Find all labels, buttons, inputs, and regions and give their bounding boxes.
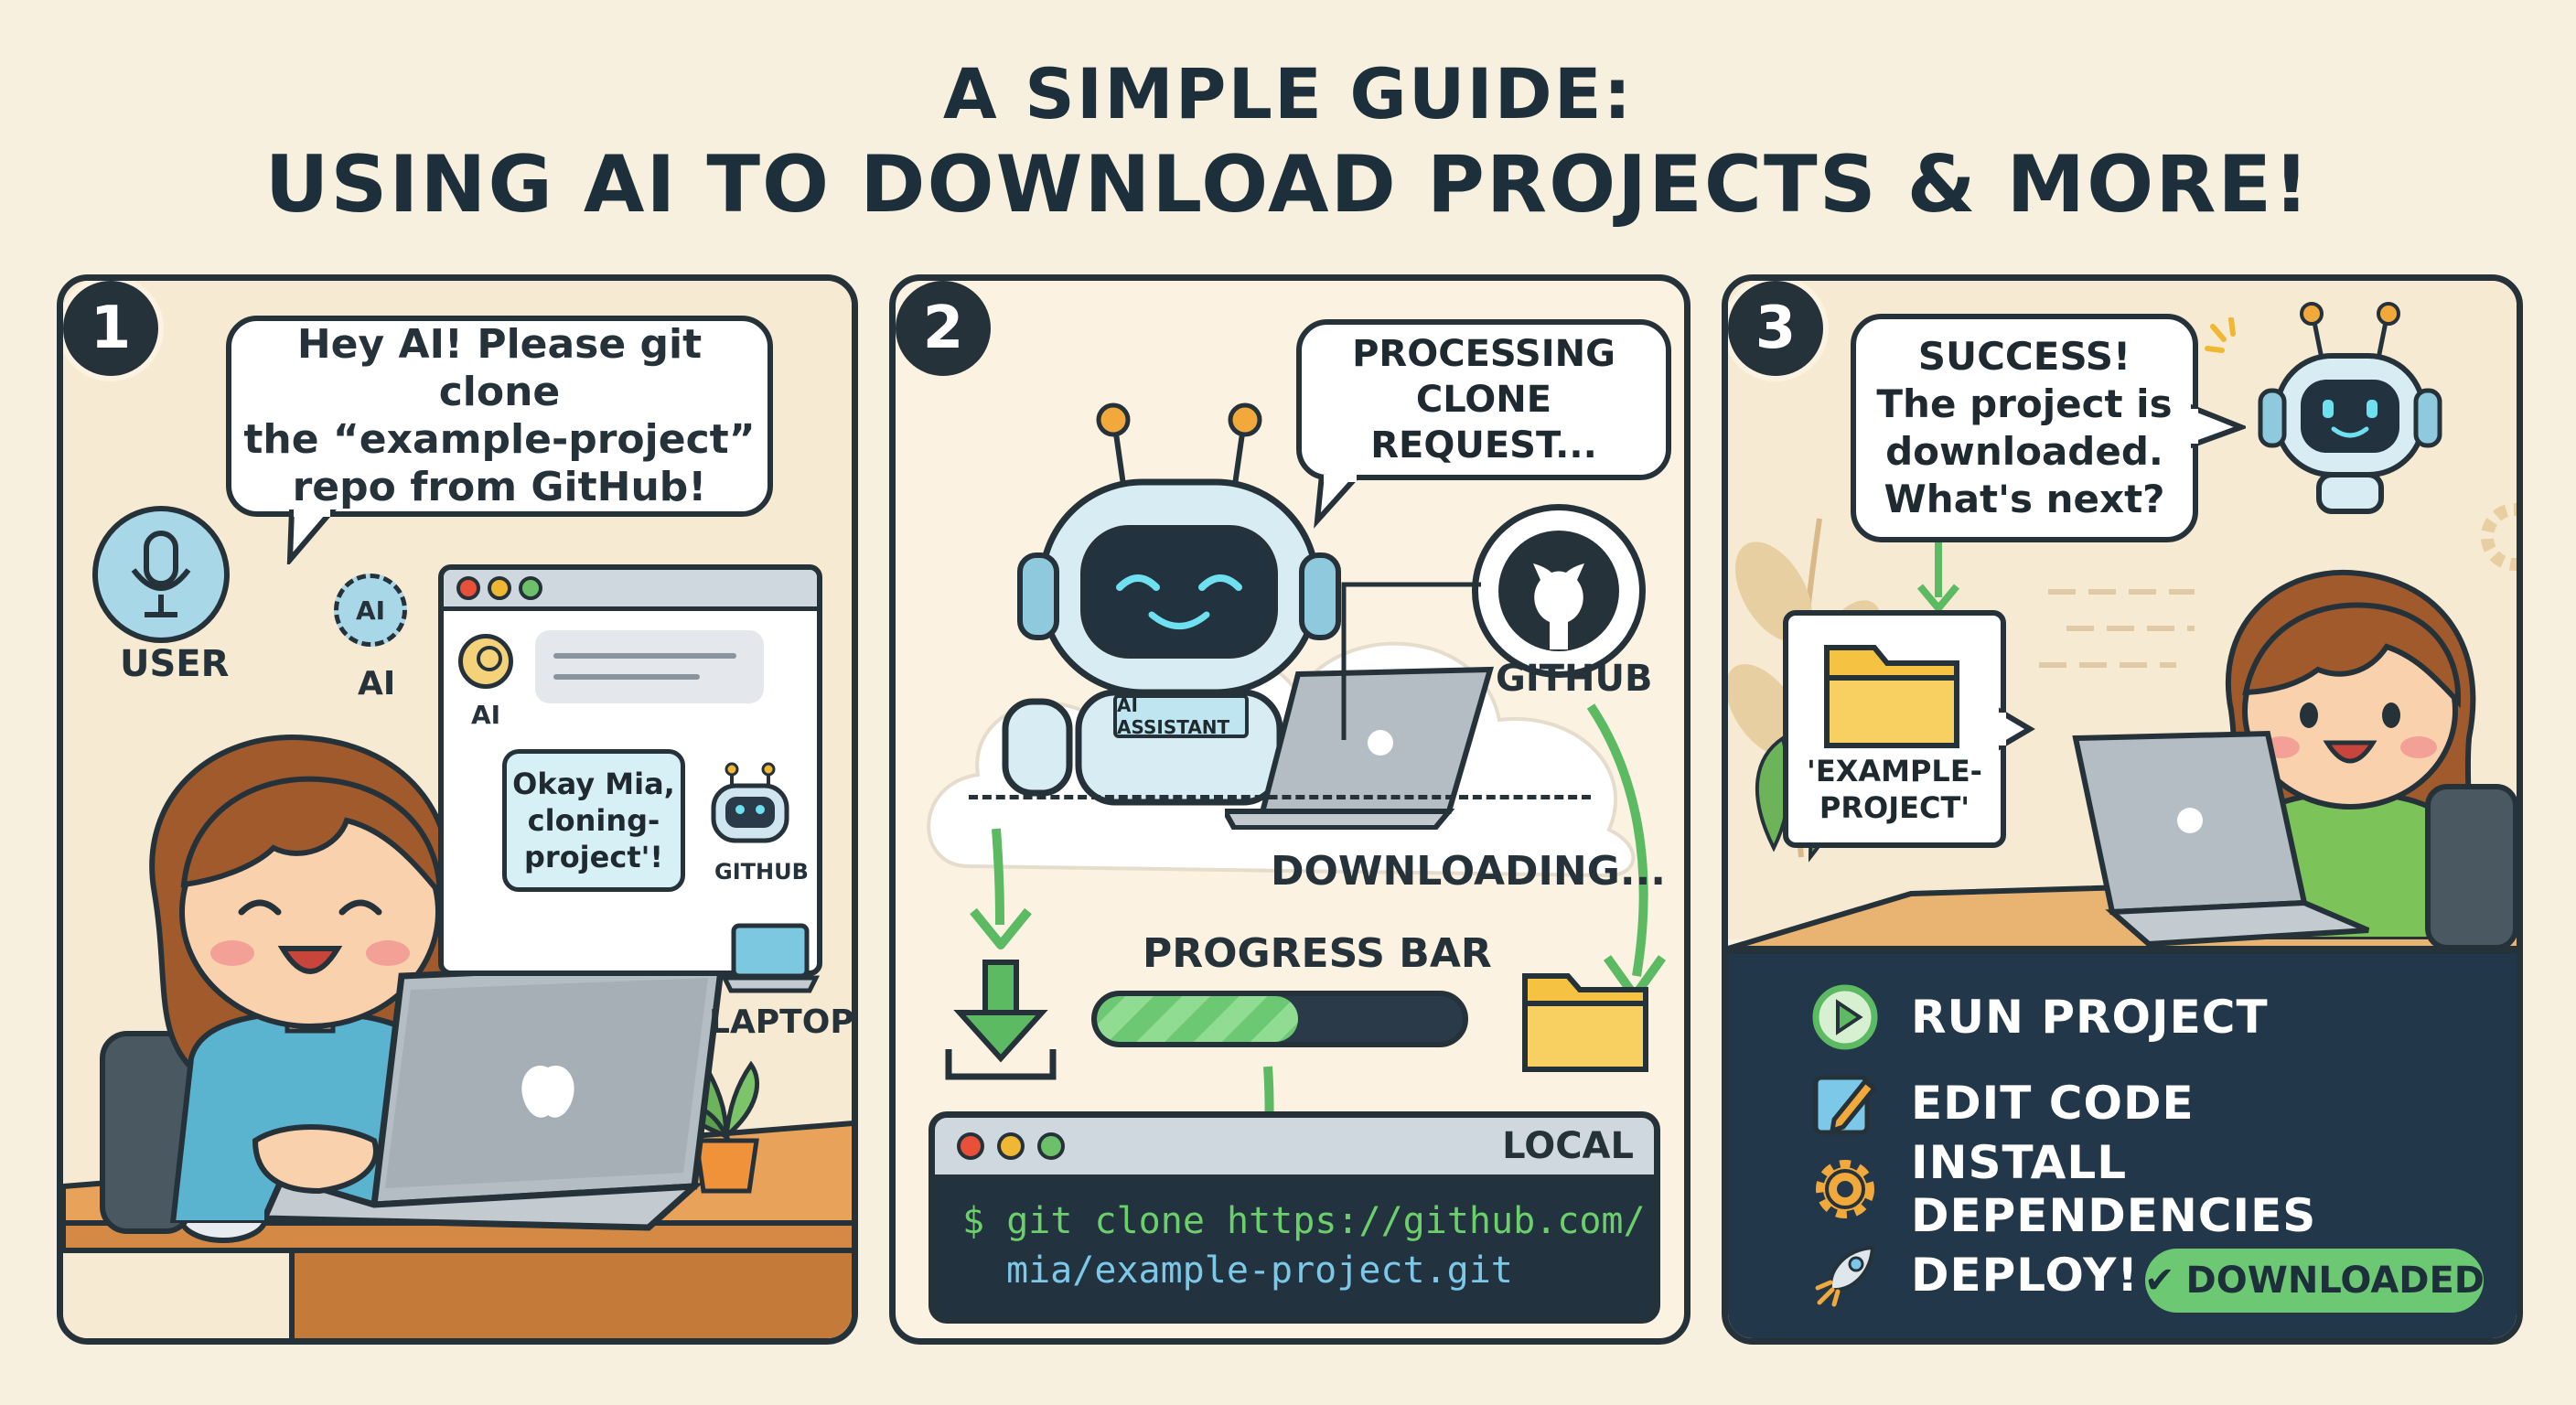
chair-back bbox=[2425, 784, 2517, 950]
command-line-2: mia/example-project.git bbox=[1006, 1249, 1513, 1292]
microphone-icon bbox=[92, 506, 230, 643]
downloading-label: DOWNLOADING... bbox=[1271, 848, 1667, 895]
text-line bbox=[553, 674, 700, 680]
page-title-line-2: USING AI TO DOWNLOAD PROJECTS & MORE! bbox=[264, 139, 2312, 231]
ai-label: AI bbox=[358, 665, 396, 702]
menu-edit-code-label: EDIT CODE bbox=[1911, 1077, 2195, 1130]
progress-label: PROGRESS BAR bbox=[1143, 930, 1492, 977]
user-speech-bubble: Hey AI! Please git clone the “example-pr… bbox=[226, 316, 773, 517]
folder-card-tail bbox=[1999, 707, 2035, 751]
folder-icon bbox=[1824, 645, 1959, 748]
down-arrow-left-icon bbox=[970, 828, 1032, 949]
gear-decoration-icon bbox=[2481, 503, 2517, 571]
user-speech-bubble-tail bbox=[286, 509, 337, 564]
gear-icon bbox=[1809, 1153, 1882, 1226]
pencil-icon bbox=[1809, 1067, 1882, 1140]
folder-icon bbox=[1522, 973, 1648, 1072]
motion-lines bbox=[2039, 589, 2195, 668]
terminal-line-1: $ git clone https://github.com/ bbox=[962, 1196, 1646, 1246]
processing-bubble-tail bbox=[1314, 475, 1363, 529]
play-icon bbox=[1809, 981, 1882, 1054]
step-3-badge: 3 bbox=[1728, 281, 1829, 381]
chat-window-titlebar bbox=[444, 570, 817, 611]
menu-install-dependencies[interactable]: INSTALL DEPENDENCIES bbox=[1728, 1136, 2517, 1242]
hands-illustration bbox=[252, 1124, 379, 1195]
next-steps-menu: RUN PROJECT EDIT CODE INSTALL DEPENDENCI… bbox=[1728, 949, 2517, 1338]
terminal-window: LOCAL $ git clone https://github.com/ mi… bbox=[928, 1111, 1660, 1324]
downloaded-badge-label: DOWNLOADED bbox=[2185, 1260, 2485, 1302]
terminal-titlebar: LOCAL bbox=[935, 1118, 1654, 1180]
terminal-title: LOCAL bbox=[1502, 1125, 1634, 1167]
chat-avatar-icon bbox=[458, 634, 513, 689]
desk-line bbox=[969, 795, 1591, 799]
rocket-icon bbox=[1809, 1239, 1882, 1312]
panel-step-2: AI ASSISTANT PROCESSING CLONE REQUEST...… bbox=[889, 274, 1690, 1345]
chat-message-placeholder bbox=[535, 630, 764, 703]
panel-step-1: Hey AI! Please git clone the “example-pr… bbox=[57, 274, 858, 1345]
downloaded-badge: ✔ DOWNLOADED bbox=[2144, 1249, 2485, 1313]
github-icon bbox=[1472, 504, 1646, 678]
page-title-line-1: A SIMPLE GUIDE: bbox=[942, 53, 1634, 134]
menu-install-dependencies-label: INSTALL DEPENDENCIES bbox=[1911, 1136, 2317, 1242]
girl-user-illustration bbox=[2225, 569, 2482, 939]
laptop-label: LAPTOP bbox=[709, 1003, 854, 1041]
minimize-dot-icon[interactable] bbox=[997, 1132, 1025, 1160]
menu-deploy[interactable]: DEPLOY! bbox=[1728, 1234, 2517, 1316]
girl-user-illustration bbox=[149, 735, 460, 1223]
panel-step-3: SUCCESS! The project is downloaded. What… bbox=[1722, 274, 2523, 1345]
maximize-dot-icon[interactable] bbox=[519, 576, 542, 600]
ai-chip-text: AI bbox=[355, 595, 386, 626]
progress-bar bbox=[1091, 991, 1468, 1047]
connector-line bbox=[1341, 582, 1481, 740]
close-dot-icon[interactable] bbox=[456, 576, 480, 600]
laptop-illustration bbox=[1225, 666, 1495, 830]
down-arrow-icon bbox=[1916, 542, 1960, 615]
chat-ai-label: AI bbox=[471, 700, 501, 730]
laptop-icon bbox=[720, 923, 821, 993]
robot-icon bbox=[2258, 302, 2442, 514]
step-1-badge: 1 bbox=[63, 281, 164, 381]
check-icon: ✔ bbox=[2144, 1260, 2175, 1302]
sparkle-icon bbox=[2205, 317, 2236, 353]
success-speech-bubble: SUCCESS! The project is downloaded. What… bbox=[1851, 314, 2198, 542]
chat-github-label: GITHUB bbox=[714, 859, 809, 885]
step-2-badge: 2 bbox=[896, 281, 996, 381]
github-label: GITHUB bbox=[1496, 658, 1653, 700]
processing-speech-bubble: PROCESSING CLONE REQUEST... bbox=[1296, 319, 1671, 480]
menu-run-project-label: RUN PROJECT bbox=[1911, 991, 2269, 1044]
terminal-command: $ git clone https://github.com/ mia/exam… bbox=[962, 1196, 1646, 1295]
ai-reply-bubble: Okay Mia, cloning- project'! bbox=[502, 749, 685, 892]
user-label: USER bbox=[120, 643, 230, 685]
folder-label: 'EXAMPLE- PROJECT' bbox=[1807, 754, 1982, 825]
download-tray-icon bbox=[945, 960, 1057, 1080]
command-line-1: git clone https://github.com/ bbox=[1006, 1200, 1646, 1242]
minimize-dot-icon[interactable] bbox=[488, 576, 511, 600]
menu-run-project[interactable]: RUN PROJECT bbox=[1728, 976, 2517, 1058]
progress-bar-fill bbox=[1097, 996, 1298, 1042]
terminal-line-2: mia/example-project.git bbox=[962, 1246, 1646, 1295]
folder-card: 'EXAMPLE- PROJECT' bbox=[1783, 610, 2006, 848]
close-dot-icon[interactable] bbox=[957, 1132, 984, 1160]
robot-icon bbox=[711, 762, 789, 843]
laptop-illustration bbox=[2072, 730, 2370, 948]
ai-assistant-badge: AI ASSISTANT bbox=[1113, 694, 1249, 738]
menu-deploy-label: DEPLOY! bbox=[1911, 1249, 2140, 1302]
text-line bbox=[553, 653, 736, 659]
ai-chip-icon: AI bbox=[334, 574, 407, 647]
avatar-head bbox=[477, 646, 502, 671]
success-bubble-tail bbox=[2191, 403, 2246, 449]
laptop-illustration bbox=[264, 959, 725, 1231]
maximize-dot-icon[interactable] bbox=[1037, 1132, 1065, 1160]
menu-edit-code[interactable]: EDIT CODE bbox=[1728, 1062, 2517, 1144]
command-prompt: $ bbox=[962, 1200, 985, 1242]
chat-window: AI Okay Mia, cloning- project'! GITHUB bbox=[438, 564, 822, 976]
